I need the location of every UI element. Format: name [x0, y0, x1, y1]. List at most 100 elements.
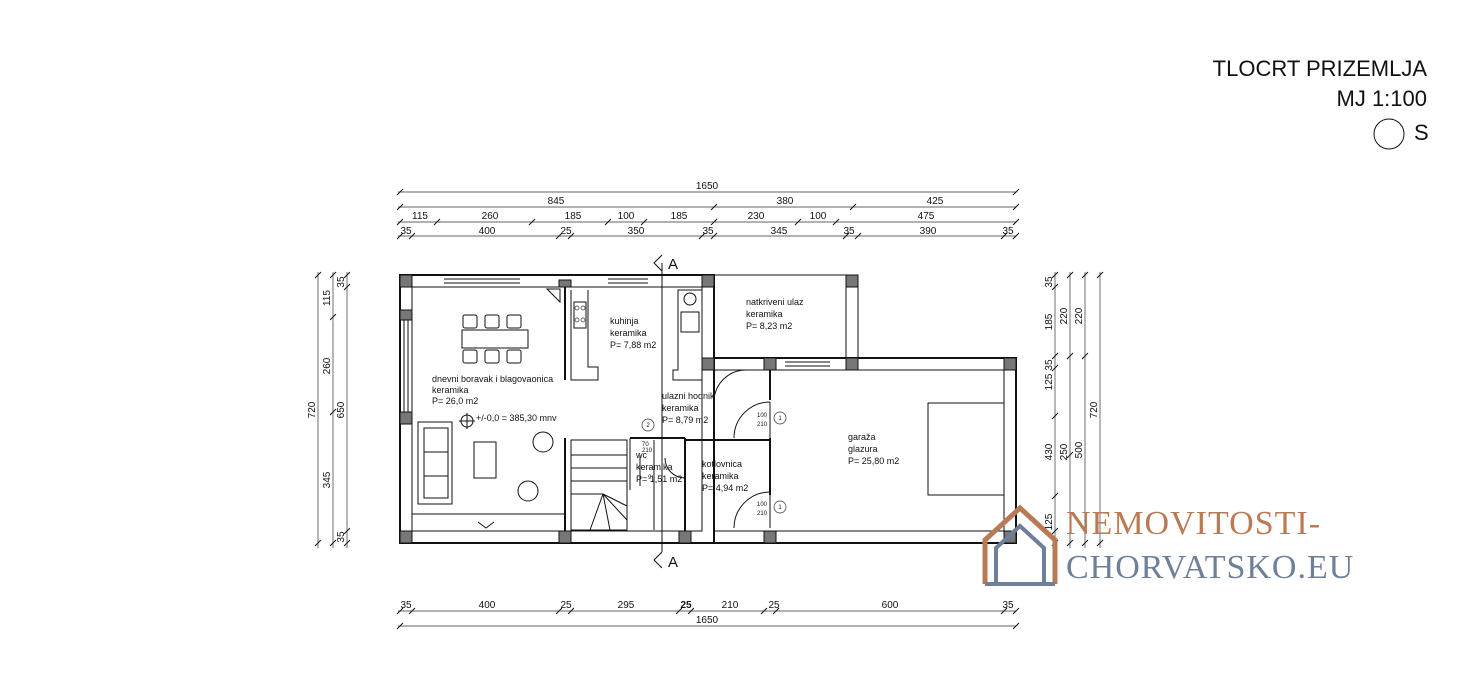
dim-top-r4-3: 25	[560, 226, 572, 237]
dimension-tick	[687, 607, 695, 615]
dim-bot-8: 600	[882, 600, 899, 611]
dim-right-m1: 220	[1059, 307, 1070, 324]
dimension-tick	[772, 607, 780, 615]
kitchen-name: kuhinja	[610, 316, 639, 326]
furniture	[412, 288, 1005, 531]
dimension-tick	[1051, 412, 1059, 420]
wc-name: wc	[635, 450, 647, 460]
dimension-tick	[314, 539, 322, 547]
watermark-logo: NEMOVITOSTI- CHORVATSKO.EU	[982, 504, 1354, 586]
dim-top-r4-4: 350	[628, 226, 645, 237]
living-area: P= 26,0 m2	[432, 396, 478, 406]
section-cut-markers: A A	[653, 254, 678, 571]
dimension-tick	[1096, 271, 1104, 279]
dim-top-r4-5: 35	[702, 226, 714, 237]
dim-top-r3-6: 230	[748, 211, 765, 222]
dimension-tick	[329, 408, 337, 416]
living-floor: keramika	[432, 385, 469, 395]
dimension-tick	[343, 283, 351, 291]
dimension-tick	[1012, 622, 1020, 630]
garage-floor: glazura	[848, 444, 878, 454]
dimension-tick	[555, 232, 563, 240]
dimension-tick	[604, 218, 612, 226]
dimension-tick	[854, 232, 862, 240]
dimension-tick	[396, 188, 404, 196]
dim-bot-1: 35	[400, 600, 412, 611]
dimension-tick	[1051, 492, 1059, 500]
dimension-tick	[1066, 352, 1074, 360]
garage-area: P= 25,80 m2	[848, 456, 899, 466]
dim-right-i4: 125	[1044, 373, 1055, 390]
dim-right-i1: 35	[1044, 276, 1055, 288]
dimension-tick	[710, 218, 718, 226]
dim-bot-2: 400	[479, 600, 496, 611]
dimension-tick	[433, 218, 441, 226]
dimension-tick	[849, 203, 857, 211]
dimension-tick	[1012, 218, 1020, 226]
dim-bot-total: 1650	[696, 615, 719, 626]
porch-area: P= 8,23 m2	[746, 321, 792, 331]
dimension-tick	[710, 232, 718, 240]
dim-left-total: 720	[307, 401, 318, 418]
dim-right-m2: 250	[1059, 443, 1070, 460]
dim-right-i3: 35	[1044, 359, 1055, 371]
dim-top-r2-1: 845	[548, 196, 565, 207]
living-name: dnevni boravak i blagovaonica	[432, 374, 553, 384]
dim-bot-7: 25	[768, 600, 780, 611]
room-labels: dnevni boravak i blagovaonica keramika P…	[432, 297, 899, 493]
dimension-tick	[329, 313, 337, 321]
dimension-tick	[343, 539, 351, 547]
coffee-table-icon	[473, 441, 497, 479]
dimension-tick	[1066, 451, 1074, 459]
wc-door-height: 210	[642, 448, 653, 454]
top-dimensions: 1650 845 380 425 115 260 185 100 185 230…	[396, 181, 1020, 240]
dimension-tick	[408, 232, 416, 240]
door-2-height: 210	[757, 511, 768, 517]
hall-floor: keramika	[662, 403, 699, 413]
dim-top-r2-2: 380	[777, 196, 794, 207]
wc-area: P= 1,51 m2	[636, 474, 682, 484]
north-symbol-icon	[1373, 118, 1405, 150]
level-mark: +/-0,0 = 385,30 mnv	[459, 413, 557, 429]
dim-bot-5: 25	[680, 600, 692, 611]
dimension-tick	[396, 622, 404, 630]
dim-left-r2-1: 115	[322, 290, 333, 306]
sofa-icon	[417, 421, 453, 505]
dimension-tick	[555, 607, 563, 615]
dimension-tick	[675, 607, 683, 615]
walls	[399, 274, 1017, 544]
hall-name: ulazni hodnik	[662, 391, 715, 401]
dim-left-r3-1: 35	[336, 276, 347, 288]
dimension-tick	[794, 218, 802, 226]
dim-top-r4-7: 35	[843, 226, 855, 237]
dimension-tick	[396, 232, 404, 240]
dim-right-o1: 220	[1074, 307, 1085, 324]
dim-top-r4-1: 35	[400, 226, 412, 237]
dimension-tick	[1051, 271, 1059, 279]
dim-top-r4-2: 400	[479, 226, 496, 237]
dim-top-r3-5: 185	[671, 211, 688, 222]
kitchen-area: P= 7,88 m2	[610, 340, 656, 350]
dimension-tick	[760, 607, 768, 615]
dining-table-icon	[461, 329, 529, 349]
dim-top-r3-8: 475	[918, 211, 935, 222]
porch-name: natkriveni ulaz	[746, 297, 804, 307]
dimension-tick	[1012, 232, 1020, 240]
dim-left-r3-2: 650	[336, 401, 347, 418]
scale-label: MJ 1:100	[1337, 86, 1428, 111]
dim-bot-9: 35	[1002, 600, 1014, 611]
door-1-number: 1	[778, 416, 782, 422]
dimension-tick	[640, 218, 648, 226]
plan-title: TLOCRT PRIZEMLJA	[1213, 56, 1428, 81]
dim-top-r3-3: 185	[565, 211, 582, 222]
dim-bot-6: 210	[722, 600, 739, 611]
north-label: S	[1414, 120, 1429, 145]
car-outline-icon	[927, 402, 1005, 496]
dim-left-r3-3: 35	[336, 531, 347, 543]
dimension-tick	[1000, 232, 1008, 240]
dim-right-i2: 185	[1044, 313, 1055, 330]
dim-right-i5: 430	[1044, 443, 1055, 460]
logo-line-2: CHORVATSKO.EU	[1066, 549, 1354, 586]
dimension-tick	[1066, 539, 1074, 547]
